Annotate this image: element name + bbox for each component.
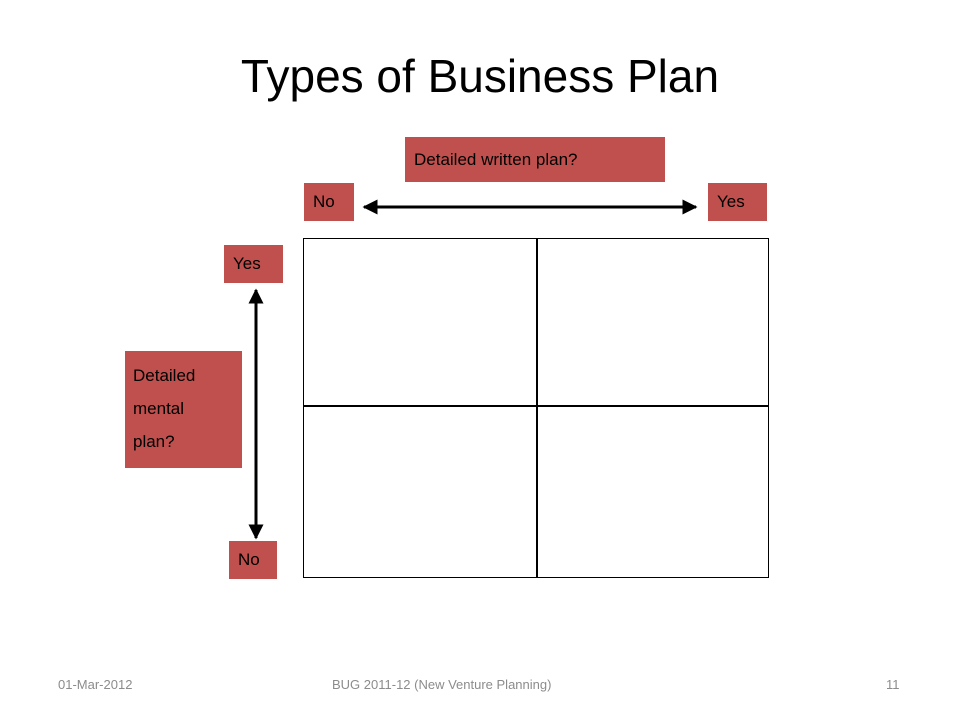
quadrant-horizontal-divider (304, 405, 768, 407)
written-plan-no-label: No (304, 183, 354, 221)
mental-plan-no-text: No (238, 550, 260, 569)
mental-plan-yes-text: Yes (233, 254, 261, 273)
mental-plan-no-label: No (229, 541, 277, 579)
footer-course: BUG 2011-12 (New Venture Planning) (332, 677, 552, 692)
written-plan-question-text: Detailed written plan? (414, 149, 578, 169)
written-plan-yes-label: Yes (708, 183, 767, 221)
mental-plan-question-label: Detailed mental plan? (125, 351, 242, 468)
written-plan-no-text: No (313, 192, 335, 211)
mental-plan-question-line: plan? (133, 432, 175, 451)
footer-date: 01-Mar-2012 (58, 677, 133, 692)
mental-plan-question-line: Detailed (133, 366, 196, 385)
mental-plan-question-line: mental (133, 399, 185, 418)
written-plan-question-label: Detailed written plan? (405, 137, 665, 182)
quadrant-grid (303, 238, 769, 578)
mental-plan-yes-label: Yes (224, 245, 283, 283)
written-plan-yes-text: Yes (717, 192, 745, 211)
slide-title: Types of Business Plan (240, 50, 720, 102)
quadrant-vertical-divider (536, 239, 538, 577)
footer-page-number: 11 (886, 677, 900, 692)
